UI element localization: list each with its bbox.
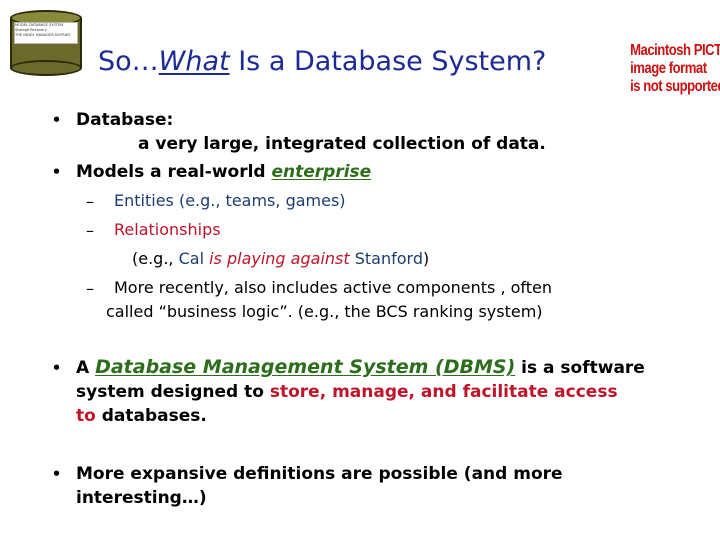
models-line: Models a real-world enterprise: [76, 162, 371, 182]
bullet-icon: •: [52, 465, 62, 483]
enterprise-term: enterprise: [271, 162, 372, 182]
dash-icon: –: [86, 192, 94, 211]
example-open: (e.g.,: [132, 249, 179, 268]
cylinder-label-line: THE INDEX MANAGER ENTRIES: [15, 33, 71, 37]
dbms-to: to: [76, 406, 96, 426]
more-line-1: More expansive definitions are possible …: [76, 464, 563, 484]
dash-icon: –: [86, 221, 94, 240]
entities-item: games: [285, 191, 340, 210]
recent-line-2: called “business logic”. (e.g., the BCS …: [106, 302, 543, 321]
pict-notice-line: Macintosh PICT: [630, 42, 720, 59]
entities-label: Entities (e.g.,: [114, 191, 226, 210]
bullet-icon: •: [52, 163, 62, 181]
example-subject: Cal: [178, 249, 205, 268]
pict-unsupported-notice: Macintosh PICT image format is not suppo…: [630, 42, 720, 96]
recent-line-1: More recently, also includes active comp…: [114, 278, 553, 297]
dbms-rest: is a software: [515, 358, 645, 378]
more-line-2: interesting…): [76, 488, 207, 508]
entities-sep: ,: [275, 191, 286, 210]
dbms-article: A: [76, 358, 96, 378]
pict-notice-line: is not supported: [630, 78, 720, 95]
database-cylinder-icon: MODEL DATABASE SYSTEM Storage Recovery T…: [8, 10, 84, 76]
cylinder-label-line: Storage Recovery: [15, 28, 47, 32]
database-label: Database:: [76, 110, 174, 130]
models-prefix: Models a real-world: [76, 162, 272, 182]
example-verb: is playing against: [204, 249, 355, 268]
dash-icon: –: [86, 279, 94, 298]
dbms-line-1: A Database Management System (DBMS) is a…: [76, 356, 645, 378]
title-prefix: So…: [98, 46, 159, 77]
example-object: Stanford: [354, 249, 423, 268]
dbms-line-2: system designed to store, manage, and fa…: [76, 382, 618, 402]
cylinder-bottom: [10, 60, 82, 76]
entities-line: Entities (e.g., teams, games): [114, 191, 346, 210]
bullet-icon: •: [52, 359, 62, 377]
entities-item: teams: [225, 191, 276, 210]
title-suffix: Is a Database System?: [229, 46, 547, 77]
relationships-example: (e.g., Cal is playing against Stanford): [132, 249, 429, 268]
bullet-icon: •: [52, 111, 62, 129]
database-definition: a very large, integrated collection of d…: [138, 134, 546, 154]
dbms-line3-rest: databases.: [95, 406, 207, 426]
title-emphasis: What: [158, 46, 230, 77]
slide-title: So…What Is a Database System?: [98, 46, 546, 77]
cylinder-label: MODEL DATABASE SYSTEM Storage Recovery T…: [14, 22, 78, 44]
dbms-line-3: to databases.: [76, 406, 207, 426]
dbms-line2-start: system designed to: [76, 382, 270, 402]
dbms-purpose: store, manage, and facilitate access: [269, 382, 618, 402]
entities-close: ): [339, 191, 346, 210]
relationships-label: Relationships: [114, 220, 221, 239]
pict-notice-line: image format: [630, 60, 707, 77]
cylinder-label-line: MODEL DATABASE SYSTEM: [15, 23, 64, 27]
example-close: ): [422, 249, 430, 268]
dbms-term: Database Management System (DBMS): [95, 356, 516, 378]
